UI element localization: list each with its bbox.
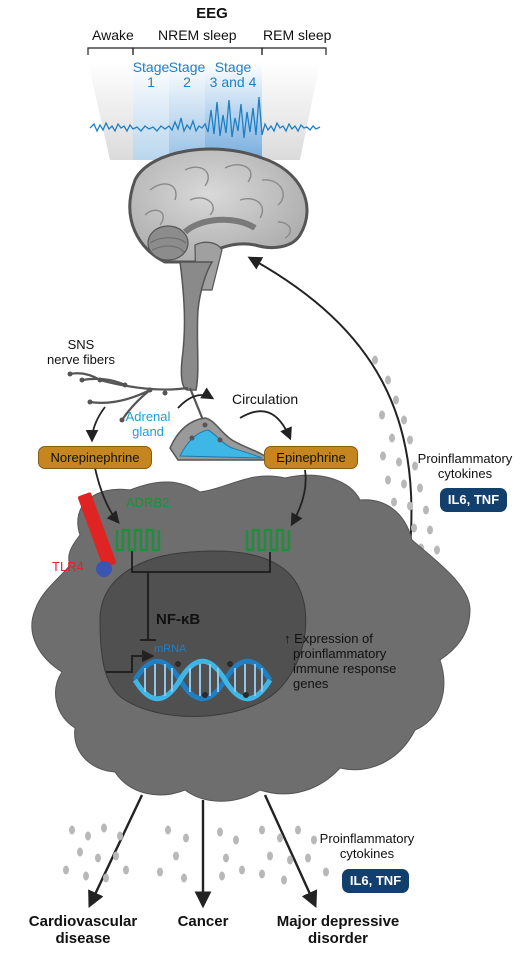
phase-brackets	[87, 47, 327, 55]
stage2-label-line1: Stage	[168, 59, 206, 75]
cytokines-upper-line2: cytokines	[437, 466, 493, 481]
corpus-callosum	[182, 216, 257, 235]
expression-label-line3: immune response	[293, 661, 397, 676]
expression-label-line4: genes	[293, 676, 329, 691]
arrow-to-mdd	[263, 794, 318, 909]
sns-nodes	[67, 371, 168, 423]
cytokine-dots-lower	[63, 823, 329, 885]
cytokines-lower-badge: IL6, TNF	[342, 869, 409, 893]
expression-label-line1: ↑ Expression of	[284, 631, 373, 646]
phase-rem-label: REM sleep	[263, 27, 332, 43]
stage34-label-line2: 3 and 4	[209, 74, 257, 90]
outcome-mdd-line1: Major depressive	[276, 913, 400, 930]
cell-nucleus	[99, 550, 307, 717]
epinephrine-to-receptor-arrow	[290, 469, 307, 527]
outcome-cardio-line2: disease	[55, 930, 111, 947]
outcome-cardio-line1: Cardiovascular	[28, 913, 138, 930]
arrow-to-cardiovascular	[88, 794, 144, 909]
mrna-label: mRNA	[154, 643, 187, 655]
circulation-label: Circulation	[232, 391, 299, 407]
cytokines-lower-line2: cytokines	[339, 846, 395, 861]
sns-fibers	[69, 372, 207, 426]
cerebellum	[147, 225, 189, 261]
eeg-panel	[87, 47, 327, 160]
cytokine-to-brain-arrow	[247, 256, 413, 549]
stage1-label-line1: Stage	[132, 59, 170, 75]
norepinephrine-box: Norepinephrine	[38, 446, 152, 469]
nfkb-label: NF-κB	[156, 611, 201, 628]
norepinephrine-to-receptor-arrow	[94, 467, 120, 524]
spinal-cord	[179, 261, 214, 391]
stage2-label-line2: 2	[183, 74, 191, 90]
tlr4-receptor	[77, 492, 117, 577]
outcome-mdd-line2: disorder	[307, 930, 368, 947]
adrb2-receptor-left	[115, 528, 161, 552]
outcome-cancer: Cancer	[177, 913, 229, 930]
dna-helix	[132, 658, 273, 702]
adrenal-label-line2: gland	[132, 424, 164, 439]
circulation-arrow-left	[177, 387, 215, 409]
sns-to-norepinephrine-arrow	[85, 406, 106, 443]
tlr4-label: TLR4	[52, 559, 84, 574]
stage1-band	[133, 62, 169, 160]
signalling-lines	[106, 550, 271, 673]
eeg-title: EEG	[196, 5, 228, 22]
brain-illustration	[128, 147, 309, 391]
cytokines-lower-line1: Proinflammatory	[319, 831, 415, 846]
cytokines-upper-line1: Proinflammatory	[417, 451, 513, 466]
phase-nrem-label: NREM sleep	[158, 27, 237, 43]
adrenal-gland	[169, 417, 272, 461]
adrenal-label-line1: Adrenal	[125, 409, 171, 424]
circulation-arrow-right	[239, 410, 292, 441]
adrb2-receptor-right	[245, 528, 291, 552]
stage1-label-line2: 1	[147, 74, 155, 90]
epinephrine-box: Epinephrine	[264, 446, 358, 469]
stage34-label-line1: Stage	[214, 59, 252, 75]
phase-awake-label: Awake	[92, 27, 134, 43]
cytokines-upper-badge: IL6, TNF	[440, 488, 507, 512]
sns-label-line1: SNS	[67, 337, 95, 352]
adrb2-label: ADRB2	[126, 495, 170, 510]
eeg-trace	[89, 96, 321, 139]
sns-label-line2: nerve fibers	[47, 352, 115, 367]
expression-label-line2: proinflammatory	[293, 646, 387, 661]
stage2-band	[169, 62, 205, 160]
